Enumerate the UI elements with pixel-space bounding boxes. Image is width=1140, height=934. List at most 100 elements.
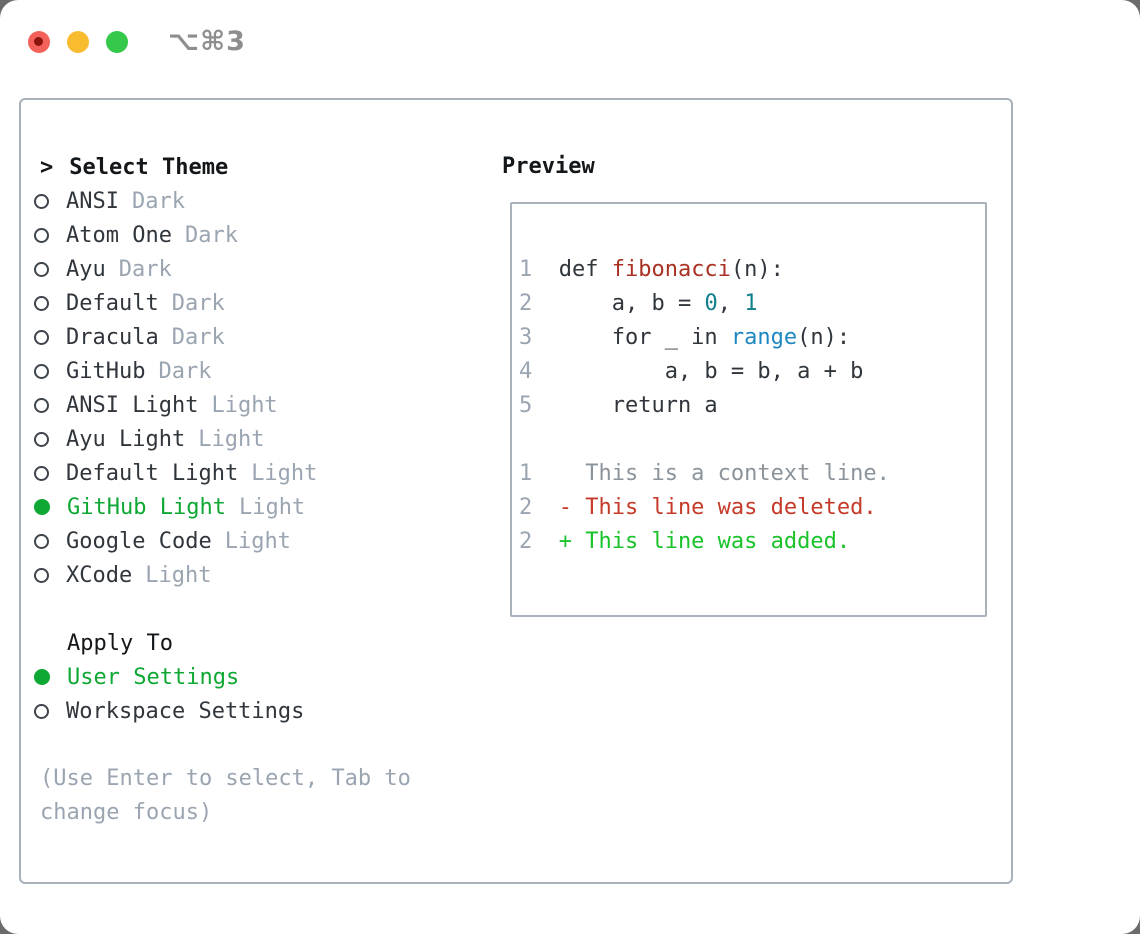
theme-option-dracula[interactable]: Dracula Dark <box>34 320 454 354</box>
theme-name: Atom One <box>66 222 172 248</box>
code-token: (n): <box>797 325 851 350</box>
theme-variant: Light <box>145 562 212 588</box>
code-token: fibonacci <box>611 257 731 282</box>
radio-icon <box>34 431 49 447</box>
radio-icon <box>34 567 49 583</box>
line-number: 2 <box>519 291 533 316</box>
code-line: 5 return a <box>519 389 979 423</box>
code-line: 2 a, b = 0, 1 <box>519 287 979 321</box>
code-token: + This line was added. <box>558 529 851 554</box>
code-token: a, b = <box>558 291 705 316</box>
line-number: 1 <box>519 257 533 282</box>
code-line: 1 def fibonacci(n): <box>519 253 979 287</box>
code-token: (n): <box>730 257 784 282</box>
spacer <box>34 592 454 626</box>
theme-variant: Dark <box>171 324 225 350</box>
theme-variant: Dark <box>171 290 225 316</box>
radio-icon <box>34 465 49 481</box>
theme-name: ANSI <box>66 188 119 214</box>
theme-option-atom-one[interactable]: Atom One Dark <box>34 218 454 252</box>
code-text: return a <box>559 393 718 418</box>
radio-icon <box>34 227 49 243</box>
code-token: 0 <box>704 291 718 316</box>
line-number: 5 <box>519 393 533 418</box>
close-button[interactable] <box>28 30 50 53</box>
spacer <box>34 728 454 762</box>
theme-name: Ayu <box>66 256 106 282</box>
theme-option-github[interactable]: GitHub Dark <box>34 354 454 388</box>
minimize-button[interactable] <box>67 30 89 53</box>
radio-selected-icon <box>34 669 50 685</box>
theme-variant: Light <box>224 528 291 554</box>
window-title: ⌥⌘3 <box>168 26 246 57</box>
code-text: for _ in range(n): <box>559 325 850 350</box>
code-token: - This line was deleted. <box>558 495 877 520</box>
radio-icon <box>34 363 49 379</box>
theme-option-default-light[interactable]: Default Light Light <box>34 456 454 490</box>
radio-icon <box>34 193 49 209</box>
line-number: 1 <box>519 461 533 486</box>
select-theme-title: Select Theme <box>69 154 229 180</box>
code-line: 2 - This line was deleted. <box>519 491 979 525</box>
theme-name: Default Light <box>66 460 239 486</box>
prompt-icon: > <box>40 154 54 180</box>
select-theme-header: > Select Theme <box>34 150 454 184</box>
code-text: This is a context line. <box>559 461 890 486</box>
code-token: return a <box>558 393 718 418</box>
apply-option-label: User Settings <box>67 664 240 690</box>
code-line: 3 for _ in range(n): <box>519 321 979 355</box>
code-line: 1 This is a context line. <box>519 457 979 491</box>
theme-option-xcode[interactable]: XCode Light <box>34 558 454 592</box>
theme-variant: Dark <box>131 188 185 214</box>
line-number: 3 <box>519 325 533 350</box>
radio-icon <box>34 329 49 345</box>
apply-to-title: Apply To <box>67 630 173 656</box>
code-token: range <box>730 325 798 350</box>
code-text: a, b = 0, 1 <box>559 291 758 316</box>
theme-name: ANSI Light <box>66 392 199 418</box>
preview-title: Preview <box>502 154 595 179</box>
code-token: 1 <box>744 291 758 316</box>
theme-option-ansi[interactable]: ANSI Dark <box>34 184 454 218</box>
theme-name: Google Code <box>66 528 212 554</box>
code-token: a, b = b, a + b <box>558 359 864 384</box>
code-line: 2+ This line was added. <box>519 525 979 559</box>
apply-option-workspace-settings[interactable]: Workspace Settings <box>34 694 454 728</box>
code-line: 4 a, b = b, a + b <box>519 355 979 389</box>
zoom-button[interactable] <box>106 30 128 53</box>
theme-variant: Dark <box>184 222 238 248</box>
radio-icon <box>34 295 49 311</box>
code-line <box>519 423 979 457</box>
code-text: - This line was deleted. <box>559 495 877 520</box>
theme-variant: Light <box>251 460 318 486</box>
theme-name: GitHub Light <box>67 494 226 520</box>
theme-name: GitHub <box>66 358 146 384</box>
radio-icon <box>34 533 49 549</box>
code-token: def <box>558 257 612 282</box>
line-number: 4 <box>519 359 533 384</box>
code-token: for _ in <box>558 325 731 350</box>
code-token: This is a context line. <box>558 461 890 486</box>
theme-name: Dracula <box>66 324 159 350</box>
theme-variant: Dark <box>158 358 212 384</box>
theme-option-google-code[interactable]: Google Code Light <box>34 524 454 558</box>
apply-option-user-settings[interactable]: User Settings <box>34 660 454 694</box>
line-number: 2 <box>519 495 533 520</box>
titlebar: ⌥⌘3 <box>28 26 246 57</box>
theme-variant: Light <box>198 426 265 452</box>
theme-name: XCode <box>66 562 133 588</box>
radio-selected-icon <box>34 499 50 515</box>
radio-icon <box>34 261 49 277</box>
